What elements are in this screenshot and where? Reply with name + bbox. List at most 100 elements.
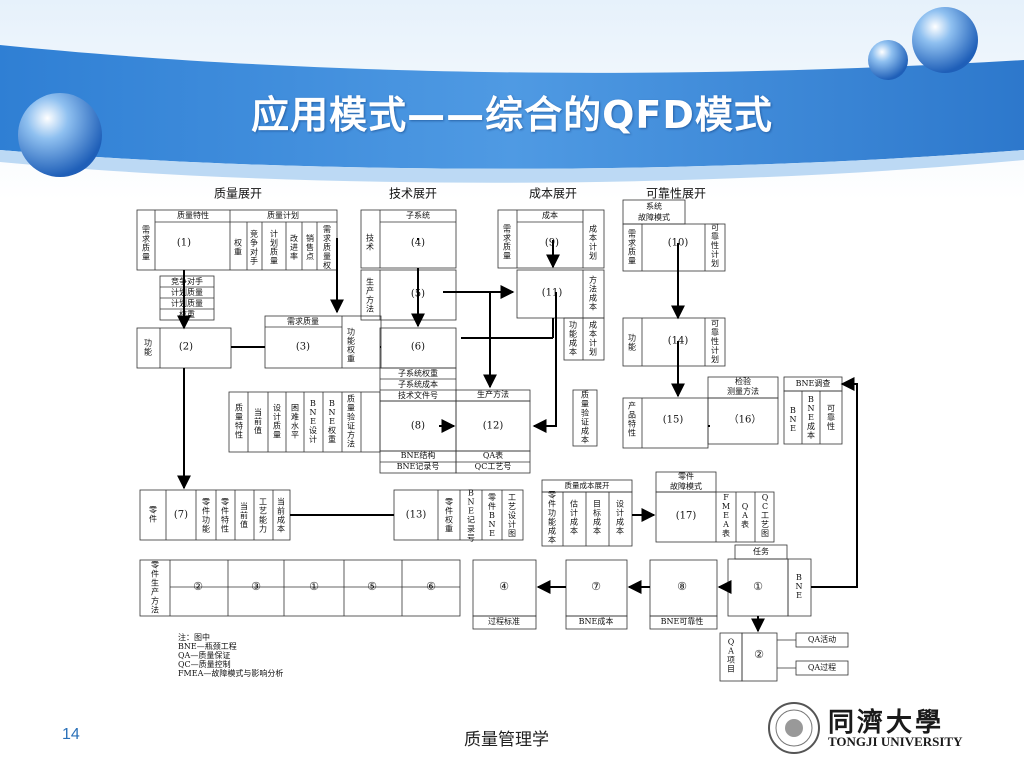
diagram-label: 重	[328, 434, 336, 444]
diagram-label: 成	[589, 224, 597, 234]
diagram-label: 成	[616, 517, 624, 527]
diagram-label: 可	[827, 404, 835, 413]
diagram-label: 质	[323, 242, 331, 252]
diagram-label: 权	[445, 515, 453, 525]
diagram-label: F	[723, 493, 729, 502]
diagram-label: 力	[259, 524, 267, 534]
chain-node: ⑥	[426, 580, 436, 593]
diagram-label: 生	[151, 578, 159, 588]
diagram-label: 重	[445, 524, 453, 534]
footer-course: 质量管理学	[464, 730, 549, 750]
diagram-label: 零件	[678, 471, 694, 481]
diagram-label: 功	[347, 327, 355, 337]
diagram-label: 故障模式	[670, 481, 702, 491]
seal-icon	[768, 702, 820, 754]
diagram-label: 件	[151, 569, 159, 579]
page-number: 14	[62, 726, 80, 743]
diagram-label: 艺	[508, 502, 516, 511]
diagram-label: 前	[240, 510, 248, 520]
diagram-label: 零	[445, 498, 453, 507]
diagram-label: Q	[742, 502, 749, 511]
diagram-label: 图	[761, 529, 769, 538]
matrix-4-label: (4)	[411, 238, 425, 249]
diagram-label: 零	[202, 498, 210, 507]
diagram-label: 量	[142, 253, 150, 262]
diagram-label: A	[741, 511, 748, 520]
diagram-label: E	[329, 417, 335, 426]
diagram-label: 设	[508, 510, 516, 520]
diagram-label: 手	[250, 256, 258, 266]
diagram-label: 项	[727, 656, 735, 665]
diagram-label: E	[468, 507, 474, 516]
diagram-label: 零	[488, 493, 496, 502]
diagram-label: 靠	[827, 412, 835, 422]
diagram-label: 难	[291, 412, 299, 422]
diagram-label: N	[489, 520, 496, 529]
diagram-label: 图	[508, 529, 516, 538]
orb-decoration	[868, 40, 908, 80]
footnote: FMEA—故障模式与影响分析	[178, 668, 283, 678]
diagram-label: BNE记录号	[397, 462, 440, 471]
diagram-label: 件	[149, 514, 157, 524]
matrix-4	[360, 209, 457, 269]
diagram-label: 特	[628, 419, 636, 429]
chain-node: ⑤	[367, 580, 377, 593]
diagram-label: 性	[221, 524, 229, 534]
chain-node: ③	[251, 580, 261, 593]
diagram-label: 功	[548, 508, 556, 518]
diagram-label: 划	[711, 354, 719, 364]
diagram-label: 件	[445, 506, 453, 516]
diagram-label: 重	[234, 247, 242, 257]
quality-verify-cost	[572, 389, 598, 447]
diagram-label: 计	[270, 229, 278, 239]
diagram-label: 性	[628, 428, 636, 438]
diagram-label: 划	[711, 258, 719, 268]
diagram-label: 设	[309, 425, 317, 435]
diagram-label: 量	[273, 431, 281, 440]
diagram-label: 生	[366, 277, 374, 287]
diagram-label: 计	[711, 249, 719, 259]
diagram-label: 对	[250, 247, 258, 257]
diagram-label: 标	[593, 508, 601, 518]
diagram-label: 能	[259, 515, 267, 525]
diagram-label: N	[796, 582, 803, 591]
diagram-label: 方	[347, 430, 355, 440]
diagram-label: E	[808, 413, 814, 422]
diagram-label: 当	[254, 407, 262, 417]
diagram-label: 可	[711, 223, 719, 232]
diagram-label: 目	[727, 665, 735, 674]
header-background	[0, 0, 1024, 200]
diagram-label: 计	[309, 434, 317, 444]
diagram-label: 求	[503, 233, 511, 243]
matrix-1-label: (1)	[177, 238, 191, 249]
diagram-label: M	[722, 502, 730, 511]
quality-cost-cols	[541, 491, 633, 547]
diagram-label: 本	[589, 302, 597, 312]
arrow-11-12	[532, 292, 557, 433]
diagram-label: 计	[589, 338, 597, 348]
matrix-2-label: (2)	[179, 342, 193, 353]
diagram-label: 表	[722, 528, 730, 538]
chain-node: ②	[193, 580, 203, 593]
diagram-label: 性	[235, 430, 243, 440]
diagram-label: 需	[142, 226, 150, 235]
diagram-label: A	[727, 647, 734, 656]
diagram-label: 本	[807, 430, 815, 440]
diagram-label: 估	[570, 499, 578, 509]
diagram-label: 计	[570, 508, 578, 518]
diagram-label: B	[808, 395, 814, 404]
diagram-label: 能	[548, 517, 556, 527]
matrix-11-label: (11)	[542, 288, 563, 299]
diagram-label: 重	[347, 354, 355, 364]
diagram-label: 子系统权重	[398, 368, 438, 378]
diagram-label: 质量特性	[177, 210, 209, 220]
diagram-label: 零	[221, 498, 229, 507]
diagram-label: 录	[467, 525, 475, 534]
diagram-label: BNE成本	[579, 616, 614, 626]
diagram-label: 划	[270, 238, 278, 248]
diagram-label: 计划质量	[171, 287, 203, 297]
diagram-label: C	[762, 502, 768, 511]
matrix-8-label: (8)	[411, 421, 425, 432]
matrix-16	[707, 397, 779, 445]
